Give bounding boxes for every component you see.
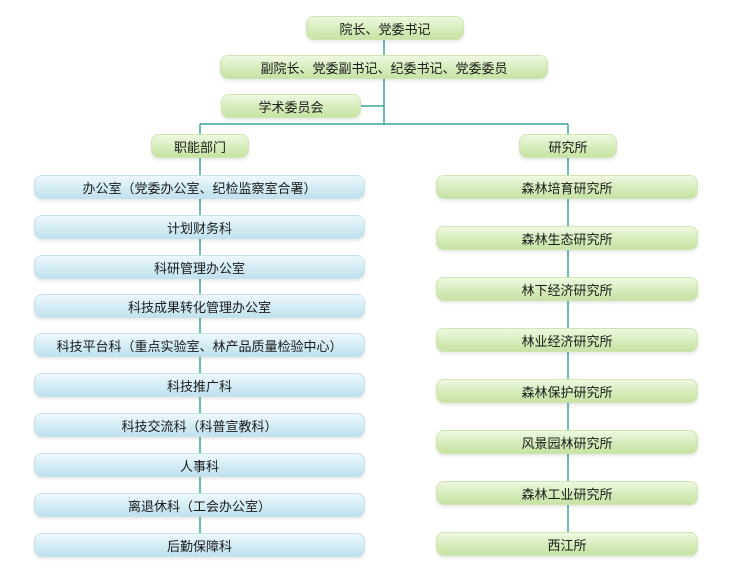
institute-item: 森林工业研究所 [436,481,698,505]
functional-dept-item: 办公室（党委办公室、纪检监察室合署） [34,175,365,199]
functional-dept-item: 科技成果转化管理办公室 [34,294,365,318]
functional-dept-item: 离退休科（工会办公室） [34,493,365,517]
institute-item: 森林保护研究所 [436,379,698,403]
institute-item: 林下经济研究所 [436,277,698,301]
institutes-header: 研究所 [519,134,617,158]
academic-committee-box: 学术委员会 [221,94,361,118]
president-box: 院长、党委书记 [306,16,464,40]
vice-leadership-box: 副院长、党委副书记、纪委书记、党委委员 [220,55,548,79]
functional-dept-item: 科技平台科（重点实验室、林产品质量检验中心） [34,333,365,357]
functional-dept-item: 后勤保障科 [34,533,365,557]
institute-item: 林业经济研究所 [436,328,698,352]
institute-item: 森林生态研究所 [436,226,698,250]
functional-dept-item: 计划财务科 [34,215,365,239]
functional-dept-item: 科技推广科 [34,373,365,397]
functional-dept-item: 人事科 [34,453,365,477]
functional-dept-header: 职能部门 [151,134,249,158]
institute-item: 风景园林研究所 [436,430,698,454]
functional-dept-item: 科技交流科（科普宣教科） [34,413,365,437]
institute-item: 森林培育研究所 [436,175,698,199]
functional-dept-item: 科研管理办公室 [34,255,365,279]
institute-item: 西江所 [436,532,698,556]
